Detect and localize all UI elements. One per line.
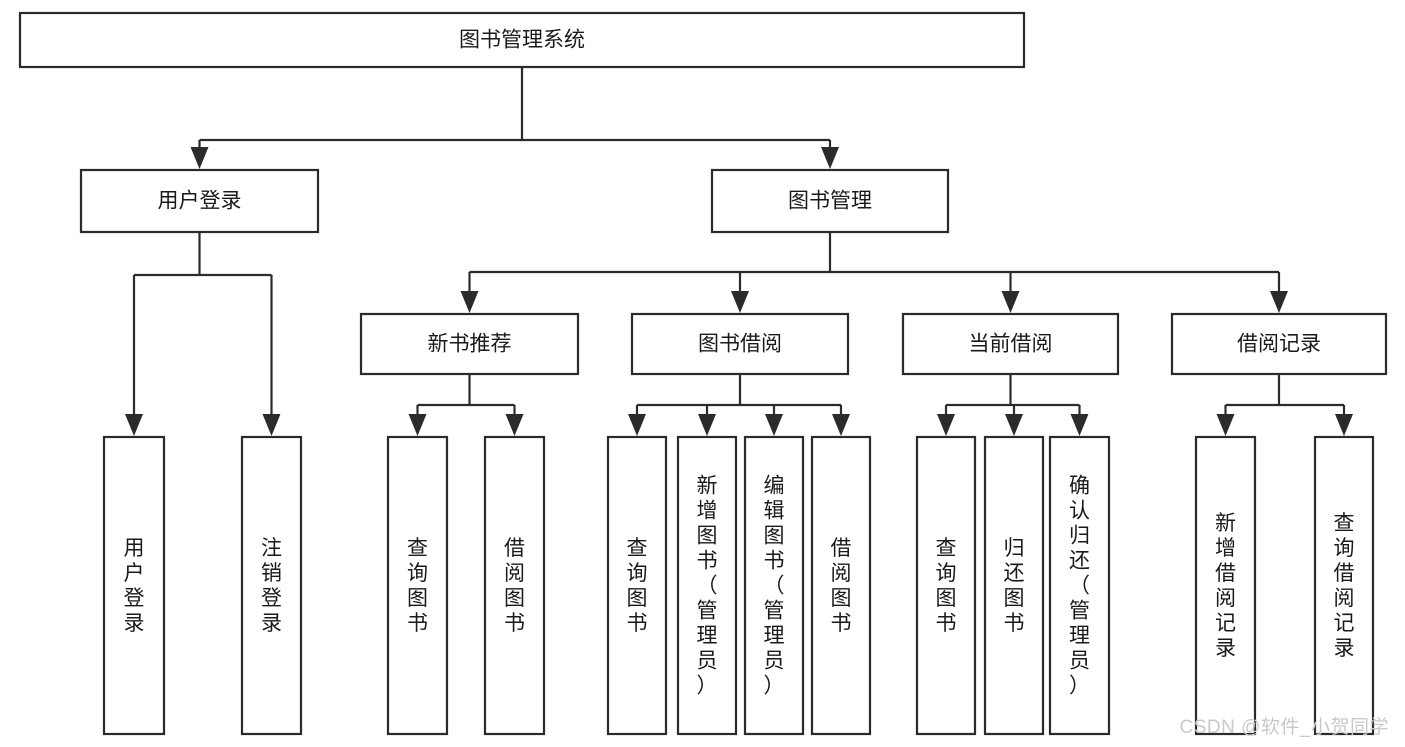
node-l2_0[interactable]: 用户登录 xyxy=(79,168,320,234)
node-box xyxy=(901,312,1120,376)
node-label: 图书管理 xyxy=(788,190,872,213)
node-label: 用户登录 xyxy=(158,190,242,213)
arrow-head-icon xyxy=(460,291,479,313)
node-box xyxy=(1048,435,1111,736)
node-leaf_2[interactable]: 查询图书 xyxy=(386,435,449,736)
node-leaf_3[interactable]: 借阅图书 xyxy=(483,435,546,736)
node-label: 查询图书 xyxy=(407,537,428,635)
node-box xyxy=(630,312,850,376)
node-leaf_12[interactable]: 查询借阅记录 xyxy=(1313,435,1375,736)
arrow-head-icon xyxy=(1001,291,1020,313)
arrow-head-icon xyxy=(1005,414,1023,436)
node-root[interactable]: 图书管理系统 xyxy=(18,11,1026,69)
arrow-head-icon xyxy=(821,147,839,169)
node-l3_2[interactable]: 当前借阅 xyxy=(901,312,1120,376)
node-box xyxy=(1313,435,1375,736)
node-label: 查询图书 xyxy=(627,537,648,635)
arrow-head-icon xyxy=(628,414,646,436)
node-label: 图书管理系统 xyxy=(459,29,585,52)
arrow-head-icon xyxy=(1070,414,1089,436)
node-label: 注销登录 xyxy=(261,537,282,635)
csdn-watermark: CSDN @软件_小贺同学 xyxy=(1179,717,1389,738)
node-leaf_10[interactable]: 确认归还（管理员） xyxy=(1048,435,1111,736)
arrow-head-icon xyxy=(832,414,850,436)
arrow-head-icon xyxy=(1335,414,1353,436)
node-label: 新增借阅记录 xyxy=(1215,512,1236,660)
node-label: 当前借阅 xyxy=(969,333,1053,356)
node-leaf_7[interactable]: 借阅图书 xyxy=(810,435,872,736)
node-label: 确认归还（管理员） xyxy=(1069,475,1090,698)
arrow-head-icon xyxy=(190,147,209,169)
arrow-head-icon xyxy=(765,414,783,436)
node-leaf_4[interactable]: 查询图书 xyxy=(606,435,668,736)
node-box xyxy=(18,11,1026,69)
node-l2_1[interactable]: 图书管理 xyxy=(710,168,950,234)
node-box xyxy=(1194,435,1257,736)
node-leaf_11[interactable]: 新增借阅记录 xyxy=(1194,435,1257,736)
node-box xyxy=(386,435,449,736)
node-box xyxy=(915,435,977,736)
node-box xyxy=(240,435,303,736)
node-l3_1[interactable]: 图书借阅 xyxy=(630,312,850,376)
node-l3_0[interactable]: 新书推荐 xyxy=(359,312,580,376)
arrow-head-icon xyxy=(1270,291,1288,313)
arrow-head-icon xyxy=(125,414,143,436)
node-leaf_8[interactable]: 查询图书 xyxy=(915,435,977,736)
node-label: 用户登录 xyxy=(124,537,145,635)
node-box xyxy=(359,312,580,376)
arrow-head-icon xyxy=(937,414,955,436)
node-label: 图书借阅 xyxy=(698,333,782,356)
node-label: 新书推荐 xyxy=(428,333,512,356)
node-box xyxy=(743,435,805,736)
node-leaf_5[interactable]: 新增图书（管理员） xyxy=(676,435,738,736)
node-box xyxy=(676,435,738,736)
node-label: 查询图书 xyxy=(936,537,957,635)
node-leaf_9[interactable]: 归还图书 xyxy=(983,435,1045,736)
node-box xyxy=(1170,312,1388,376)
node-leaf_1[interactable]: 注销登录 xyxy=(240,435,303,736)
node-box xyxy=(810,435,872,736)
node-label: 编辑图书（管理员） xyxy=(764,475,785,698)
arrow-head-icon xyxy=(408,414,427,436)
arrow-head-icon xyxy=(505,414,524,436)
node-layer: 图书管理系统用户登录图书管理新书推荐图书借阅当前借阅借阅记录用户登录注销登录查询… xyxy=(18,11,1388,736)
node-leaf_6[interactable]: 编辑图书（管理员） xyxy=(743,435,805,736)
node-box xyxy=(483,435,546,736)
node-label: 借阅记录 xyxy=(1237,333,1321,356)
arrow-head-icon xyxy=(1216,414,1235,436)
connector-layer xyxy=(125,67,1353,436)
node-box xyxy=(102,435,166,736)
node-box xyxy=(710,168,950,234)
node-label: 借阅图书 xyxy=(504,537,525,635)
node-box xyxy=(983,435,1045,736)
node-leaf_0[interactable]: 用户登录 xyxy=(102,435,166,736)
node-box xyxy=(606,435,668,736)
node-label: 借阅图书 xyxy=(831,537,852,635)
node-label: 查询借阅记录 xyxy=(1334,512,1355,660)
node-box xyxy=(79,168,320,234)
arrow-head-icon xyxy=(262,414,281,436)
arrow-head-icon xyxy=(698,414,716,436)
node-label: 归还图书 xyxy=(1004,537,1025,635)
arrow-head-icon xyxy=(731,291,749,313)
node-label: 新增图书（管理员） xyxy=(697,475,718,698)
node-l3_3[interactable]: 借阅记录 xyxy=(1170,312,1388,376)
